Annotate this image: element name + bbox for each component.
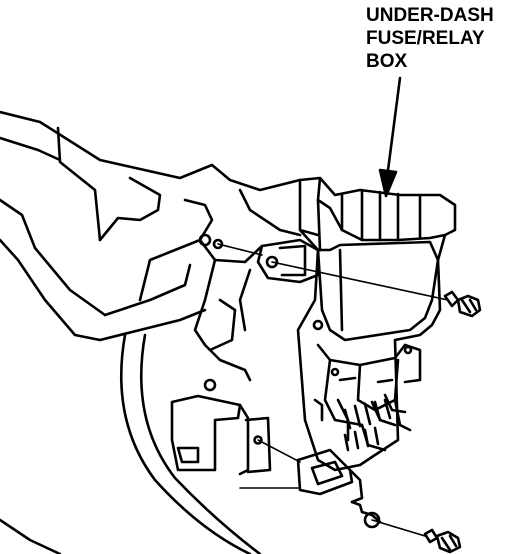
upper-mount-tab [256, 238, 320, 284]
dashboard-structure [0, 110, 302, 392]
fuse-relay-box [296, 176, 457, 472]
upper-bolt [443, 290, 482, 318]
callout-line-1: UNDER-DASH [366, 5, 494, 26]
callout-arrow [378, 76, 402, 198]
lower-bolt [423, 528, 462, 554]
body-curve [0, 333, 262, 554]
fuse-box-callout-label: UNDER-DASH FUSE/RELAY BOX [366, 4, 494, 73]
lower-mount-bracket [296, 448, 382, 529]
callout-line-3: BOX [366, 51, 408, 72]
fastener-guide-lines [217, 243, 449, 537]
lower-left-bracket [170, 394, 272, 476]
callout-line-2: FUSE/RELAY [366, 28, 485, 49]
